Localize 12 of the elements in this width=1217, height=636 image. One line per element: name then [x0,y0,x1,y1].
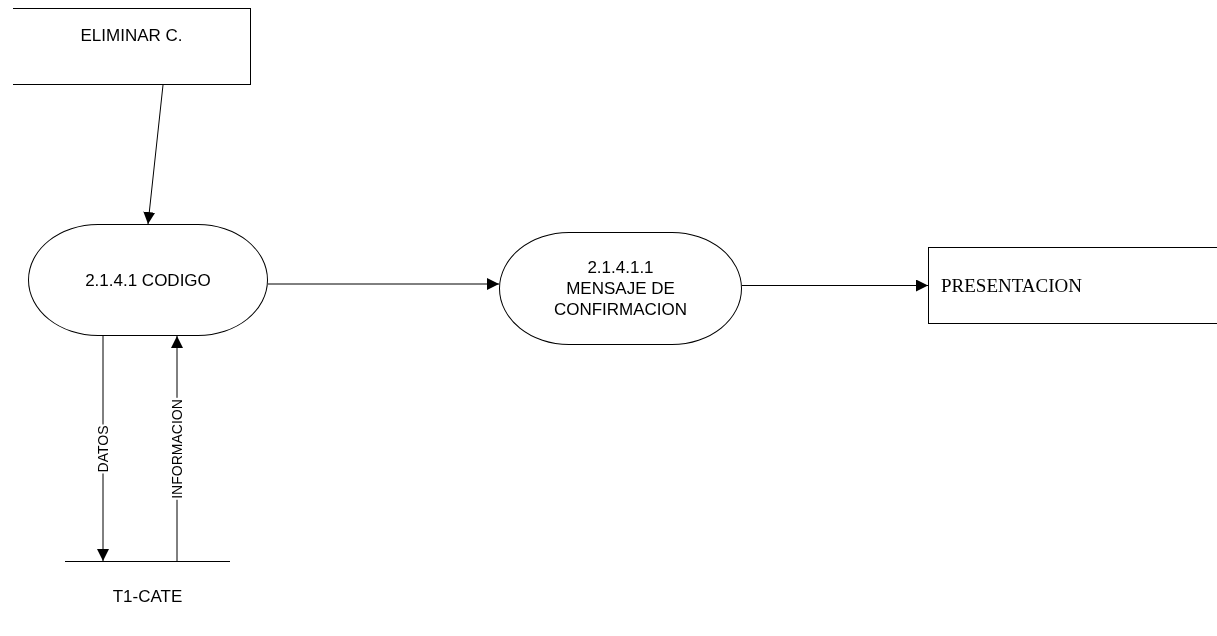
entity-name: ELIMINAR C. [80,25,183,46]
entity-name: PRESENTACION [940,275,1082,296]
edge-label: DATOS [95,424,111,473]
arrow [143,84,164,225]
arrow [741,279,929,292]
arrow [267,278,500,290]
external-entity-box [13,8,251,85]
process-label: 2.1.4.1.1 MENSAJE DE CONFIRMACION [552,257,689,320]
edge-label: INFORMACION [169,397,185,500]
open-entity-box [928,247,1217,324]
process-label: 2.1.4.1 CODIGO [85,269,211,291]
data-store-name: T1-CATE [112,586,183,607]
